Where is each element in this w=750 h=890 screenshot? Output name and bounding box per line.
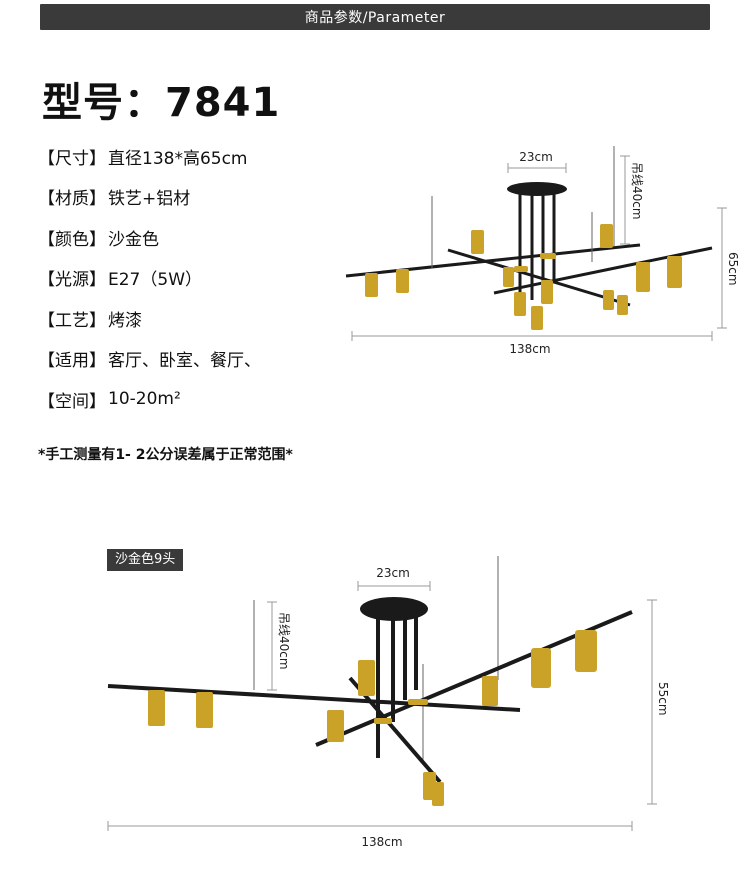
measurement-note: *手工测量有1- 2公分误差属于正常范围* <box>38 447 293 463</box>
canopy-label-bottom: 23cm <box>376 566 410 580</box>
width-label-top: 138cm <box>509 342 550 356</box>
height-label-bottom: 55cm <box>656 682 670 716</box>
spec-label: 【尺寸】 <box>38 148 106 169</box>
width-label-bottom: 138cm <box>361 835 402 849</box>
spec-row-material: 【材质】 铁艺+铝材 <box>38 177 338 218</box>
variant-tag: 沙金色9头 <box>107 549 184 571</box>
spec-value: 铁艺+铝材 <box>108 189 191 210</box>
header-title: 商品参数/Parameter <box>304 10 446 26</box>
spec-list: 【尺寸】 直径138*高65cm 【材质】 铁艺+铝材 【颜色】 沙金色 【光源… <box>38 136 338 420</box>
height-dimension-top: 65cm <box>717 207 740 329</box>
spec-label: 【空间】 <box>38 391 106 412</box>
model-title: 型号：7841 <box>42 80 281 126</box>
canopy-label-top: 23cm <box>519 150 553 164</box>
spec-row-color: 【颜色】 沙金色 <box>38 217 338 258</box>
chandelier-top <box>345 146 713 330</box>
cord-dimension-bottom: 吊线40cm <box>267 601 291 691</box>
header-bar: 商品参数/Parameter <box>0 0 750 34</box>
spec-row-application: 【适用】 客厅、卧室、餐厅、 <box>38 339 338 380</box>
height-dimension-bottom: 55cm <box>647 599 670 805</box>
spec-label: 【光源】 <box>38 270 106 291</box>
spec-value: 沙金色 <box>108 229 159 250</box>
spec-row-craft: 【工艺】 烤漆 <box>38 298 338 339</box>
spec-row-space: 【空间】 10-20m² <box>38 379 338 420</box>
cord-dimension-top: 吊线40cm <box>620 155 644 245</box>
spec-row-light-source: 【光源】 E27（5W） <box>38 258 338 299</box>
height-label-top: 65cm <box>726 252 740 286</box>
spec-row-size: 【尺寸】 直径138*高65cm <box>38 136 338 177</box>
cord-label-top: 吊线40cm <box>630 162 644 220</box>
width-dimension-bottom: 138cm <box>107 821 633 849</box>
canopy-dimension-bottom: 23cm <box>357 566 431 591</box>
header-background <box>40 4 710 30</box>
spec-label: 【工艺】 <box>38 310 106 331</box>
width-dimension-top: 138cm <box>351 331 713 356</box>
spec-label: 【材质】 <box>38 189 106 210</box>
spec-value: E27（5W） <box>108 270 202 291</box>
chandelier-bottom <box>107 556 633 806</box>
spec-label: 【颜色】 <box>38 229 106 250</box>
spec-value: 10-20m² <box>108 389 181 410</box>
spec-label: 【适用】 <box>38 351 106 372</box>
spec-value: 烤漆 <box>108 310 142 331</box>
canopy-dimension-top: 23cm <box>507 150 567 173</box>
spec-value: 直径138*高65cm <box>108 148 248 169</box>
spec-value: 客厅、卧室、餐厅、 <box>108 351 261 372</box>
cord-label-bottom: 吊线40cm <box>277 612 291 670</box>
